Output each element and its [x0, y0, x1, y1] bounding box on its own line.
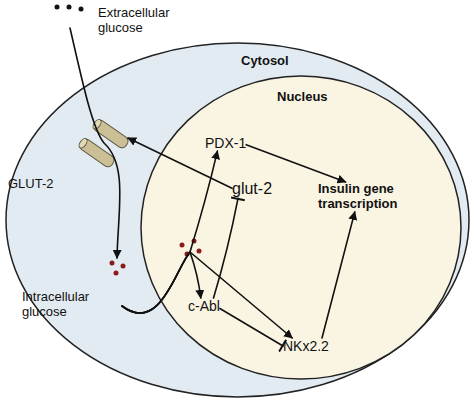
- arrow-connector: [70, 28, 120, 258]
- ellipse-outline: [140, 75, 462, 380]
- protein-node: NKx2.2: [283, 338, 329, 354]
- ellipse-shape: [6, 43, 469, 397]
- arrow-connector: [128, 138, 232, 188]
- glucose-label: Extracellular glucose: [98, 6, 188, 36]
- arrow-connector: [122, 151, 217, 313]
- transporter-node: GLUT-2: [5, 138, 128, 195]
- process-node: Insulin gene transcription: [318, 182, 410, 212]
- protein-label: c-Abl: [188, 298, 220, 314]
- transporter-label: GLUT-2: [8, 177, 54, 192]
- inhibition-connector: [214, 198, 239, 298]
- gene-node: glut-2: [232, 180, 272, 198]
- glucose-label: Intracellular glucose: [22, 290, 112, 320]
- compartment-title: Cytosol: [241, 54, 289, 69]
- protein-label: NKx2.2: [283, 338, 329, 354]
- arrow-connector: [246, 145, 345, 182]
- glucose-label-node: Extracellular glucose: [48, 4, 180, 28]
- protein-node: PDX-1: [205, 135, 246, 151]
- inhibition-connector: [220, 309, 283, 347]
- compartment-title: Nucleus: [277, 90, 328, 105]
- glucose-label-node: Intracellular glucose: [18, 258, 122, 322]
- gene-label: glut-2: [232, 180, 272, 198]
- process-label: Insulin gene transcription: [318, 182, 410, 212]
- extracellular-glucose-dots: [55, 5, 84, 12]
- nucleus-ellipse: NucleusPDX-1 glut-2 Insulin gene transcrip…: [140, 75, 462, 380]
- arrow-connector: [122, 252, 292, 338]
- glut2-transporter: [77, 118, 130, 169]
- intracellular-glucose-dots: [110, 261, 126, 276]
- arrow-connector: [322, 212, 355, 338]
- protein-label: PDX-1: [205, 135, 246, 151]
- cell-ellipse: CytosolNucleusPDX-1 glut-2 Insulin gene tr…: [5, 42, 470, 398]
- protein-node: c-Abl: [188, 298, 220, 314]
- nuclear-glucose-dots: [180, 239, 202, 257]
- arrow-connector: [122, 252, 201, 313]
- ellipse-shape: [141, 76, 461, 379]
